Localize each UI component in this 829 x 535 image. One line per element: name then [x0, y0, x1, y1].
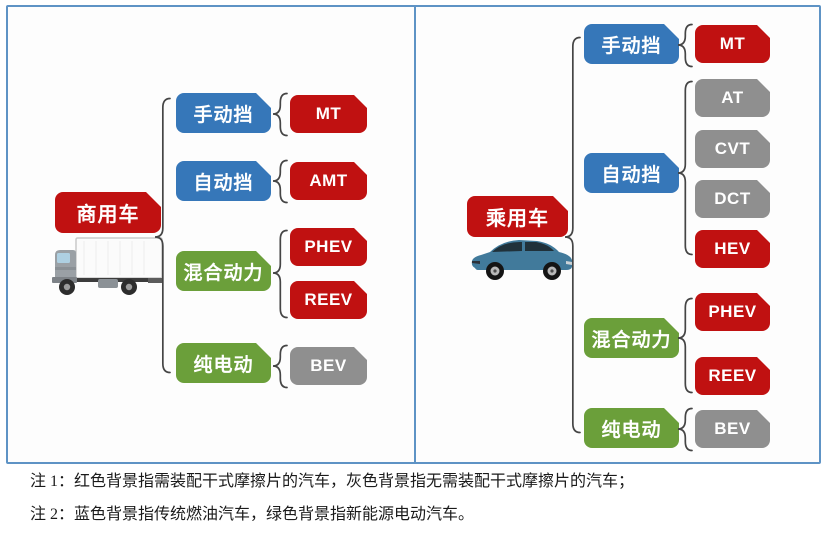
child-tag-phev: PHEV — [695, 293, 770, 331]
child-tag-cvt: CVT — [695, 130, 770, 168]
brace — [677, 407, 693, 452]
child-tag-reev: REEV — [695, 357, 770, 395]
category-tag-automatic: 自动挡 — [584, 153, 679, 193]
brace — [677, 297, 693, 394]
category-tag-hybrid: 混合动力 — [176, 251, 271, 291]
child-tag-bev: BEV — [290, 347, 367, 385]
child-tag-at: AT — [695, 79, 770, 117]
note-label: 注 1： — [30, 473, 75, 490]
tree-brace-passenger — [564, 36, 581, 434]
note-label: 注 2： — [30, 506, 75, 523]
brace — [677, 23, 693, 68]
category-tag-pure-electric: 纯电动 — [176, 343, 271, 383]
car-icon — [471, 240, 573, 280]
child-tag-bev: BEV — [695, 410, 770, 448]
root-tag-passenger-vehicle: 乘用车 — [467, 196, 568, 237]
brace — [272, 229, 288, 319]
brace — [272, 92, 288, 137]
child-tag-reev: REEV — [290, 281, 367, 319]
figure-notes: 注 1：红色背景指需装配干式摩擦片的汽车，灰色背景指无需装配干式摩擦片的汽车； … — [30, 471, 810, 535]
category-tag-automatic: 自动挡 — [176, 161, 271, 201]
brace — [677, 80, 693, 256]
brace — [272, 344, 288, 389]
category-tag-manual: 手动挡 — [584, 24, 679, 64]
truck-icon — [52, 237, 163, 295]
note-text: 红色背景指需装配干式摩擦片的汽车，灰色背景指无需装配干式摩擦片的汽车； — [74, 473, 635, 490]
tree-brace-commercial — [154, 97, 171, 374]
category-tag-manual: 手动挡 — [176, 93, 271, 133]
child-tag-phev: PHEV — [290, 228, 367, 266]
note-line-1: 注 1：红色背景指需装配干式摩擦片的汽车，灰色背景指无需装配干式摩擦片的汽车； — [30, 471, 810, 492]
child-tag-hev: HEV — [695, 230, 770, 268]
category-tag-pure-electric: 纯电动 — [584, 408, 679, 448]
panel-divider — [414, 7, 416, 462]
note-line-2: 注 2：蓝色背景指传统燃油汽车，绿色背景指新能源电动汽车。 — [30, 504, 810, 525]
child-tag-mt: MT — [695, 25, 770, 63]
root-tag-commercial-vehicle: 商用车 — [55, 192, 161, 233]
category-tag-hybrid: 混合动力 — [584, 318, 679, 358]
child-tag-amt: AMT — [290, 162, 367, 200]
child-tag-dct: DCT — [695, 180, 770, 218]
child-tag-mt: MT — [290, 95, 367, 133]
note-text: 蓝色背景指传统燃油汽车，绿色背景指新能源电动汽车。 — [74, 506, 475, 523]
brace — [272, 159, 288, 204]
